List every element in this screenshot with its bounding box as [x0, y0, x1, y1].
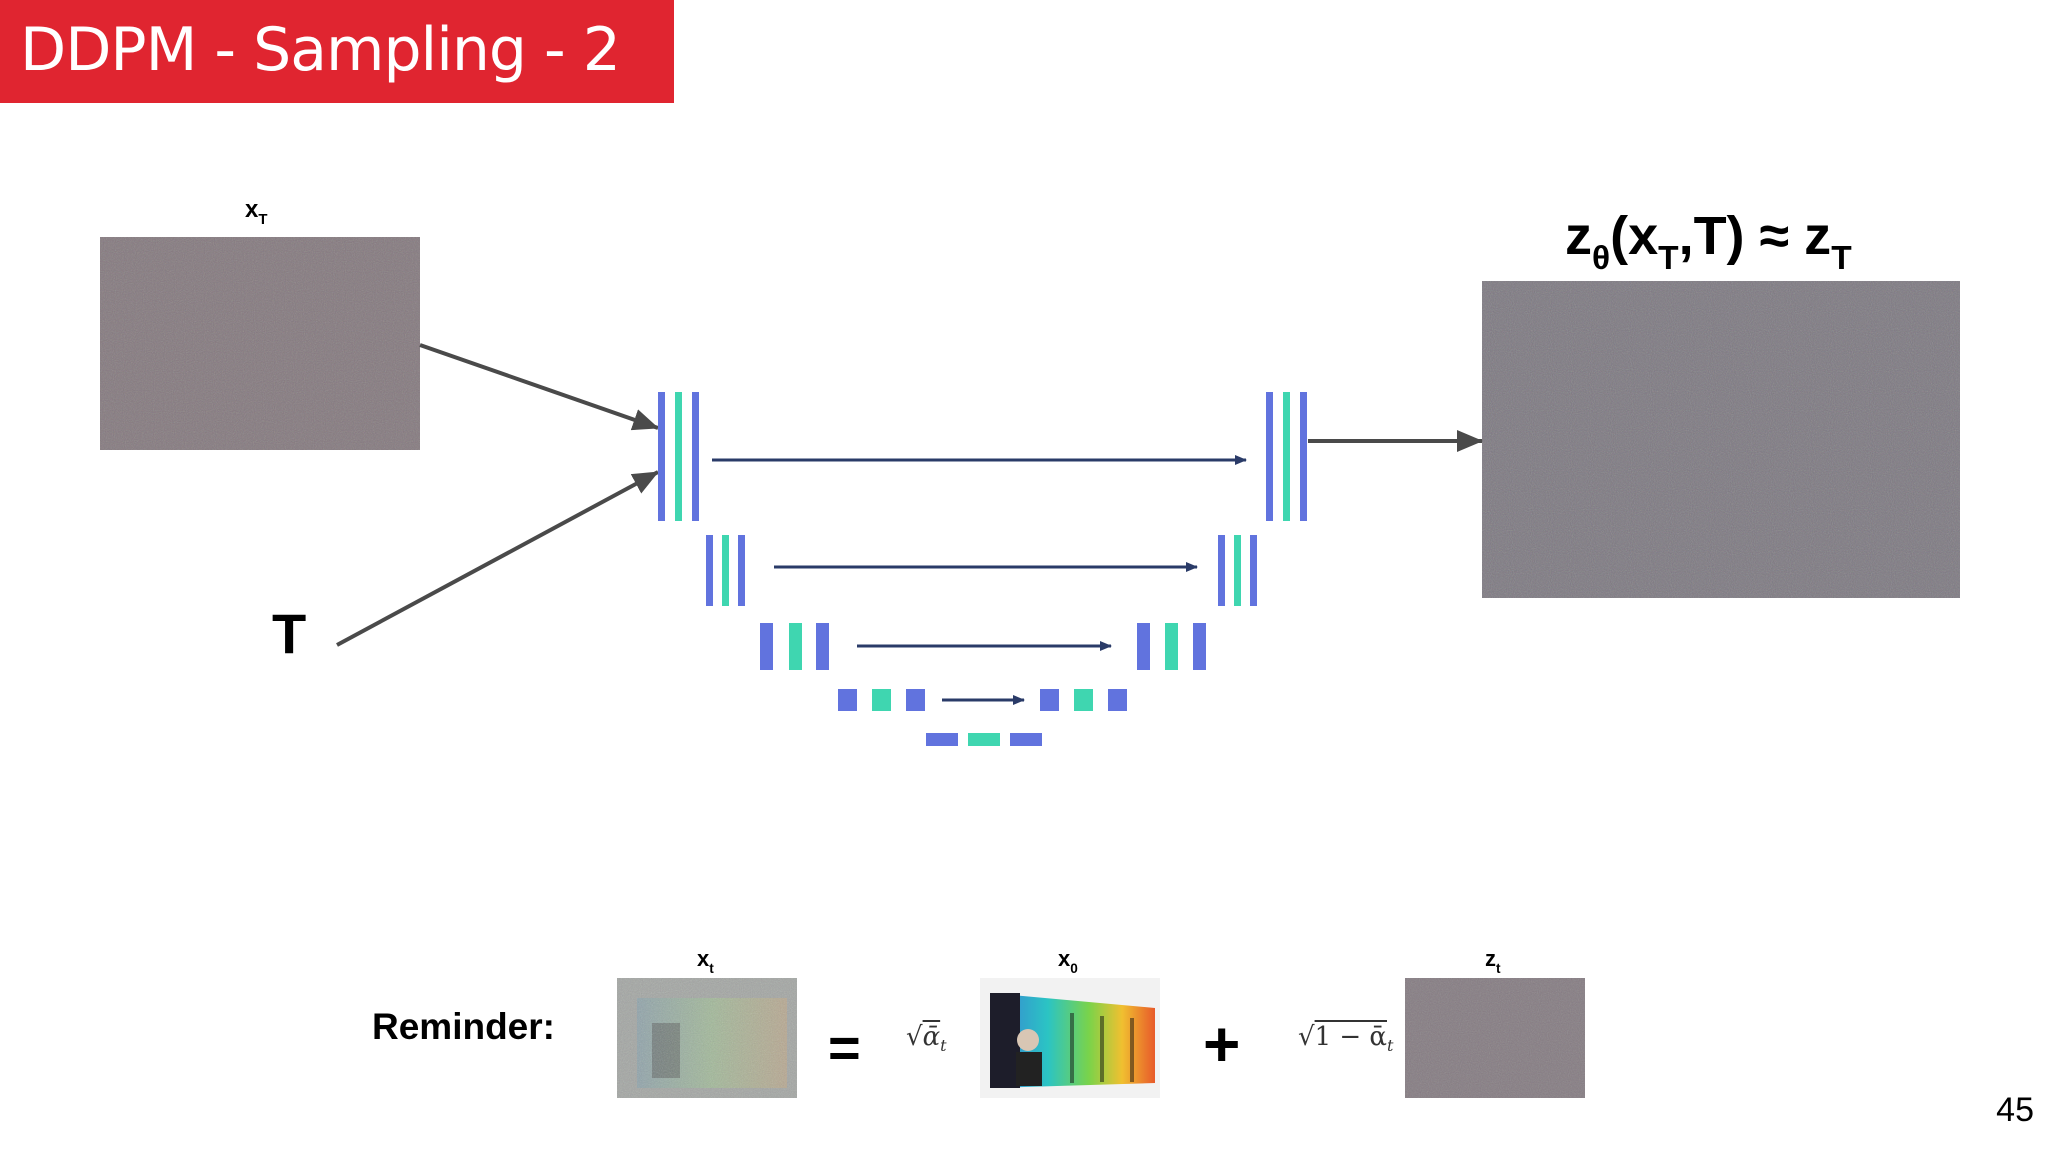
equals-sign: =	[828, 1016, 861, 1079]
decoder-l1-bar	[1283, 392, 1290, 521]
bottleneck-bar	[1010, 733, 1042, 746]
xt-label: xt	[697, 946, 714, 976]
slide-title: DDPM - Sampling - 2	[20, 15, 621, 85]
output-formula-label: zθ(xT,T) ≈ zT	[1565, 206, 1852, 278]
timestep-arrow	[336, 470, 659, 647]
xt-noisy-image	[617, 978, 797, 1098]
encoder-l4-bar	[906, 689, 925, 711]
encoder-l1-bar	[692, 392, 699, 521]
page-number: 45	[1996, 1091, 2034, 1129]
decoder-l3-bar	[1137, 623, 1150, 670]
zt-label: zt	[1485, 946, 1501, 976]
decoder-l3-bar	[1193, 623, 1206, 670]
title-bar	[0, 0, 674, 103]
input-noise-image	[100, 237, 420, 450]
decoder-l2-bar	[1234, 535, 1241, 606]
coef-sqrt-one-minus-alpha: √1 − ᾱt	[1298, 1022, 1394, 1056]
zt-noise-image	[1405, 978, 1585, 1098]
decoder-l4-bar	[1108, 689, 1127, 711]
timestep-label: T	[272, 602, 307, 665]
encoder-l3-bar	[816, 623, 829, 670]
input-image-arrow	[419, 343, 659, 431]
encoder-l4-bar	[838, 689, 857, 711]
decoder-l2-bar	[1250, 535, 1257, 606]
decoder-l4-bar	[1074, 689, 1093, 711]
encoder-l3-bar	[789, 623, 802, 670]
output-noise-image	[1482, 281, 1960, 598]
decoder-l1-bar	[1300, 392, 1307, 521]
plus-sign: +	[1203, 1008, 1241, 1080]
decoder-l4-bar	[1040, 689, 1059, 711]
x0-label: x0	[1058, 946, 1078, 976]
coef-sqrt-alpha: √ᾱt	[906, 1022, 947, 1056]
input-image-label: xT	[245, 196, 268, 229]
decoder-l2-bar	[1218, 535, 1225, 606]
bottleneck-bar	[968, 733, 1000, 746]
encoder-l4-bar	[872, 689, 891, 711]
decoder-l1-bar	[1266, 392, 1273, 521]
x0-clean-image	[980, 978, 1160, 1098]
encoder-l3-bar	[760, 623, 773, 670]
encoder-l1-bar	[675, 392, 682, 521]
encoder-l2-bar	[738, 535, 745, 606]
encoder-l2-bar	[722, 535, 729, 606]
encoder-l1-bar	[658, 392, 665, 521]
encoder-l2-bar	[706, 535, 713, 606]
reminder-label: Reminder:	[372, 1006, 555, 1047]
bottleneck-bar	[926, 733, 958, 746]
decoder-l3-bar	[1165, 623, 1178, 670]
